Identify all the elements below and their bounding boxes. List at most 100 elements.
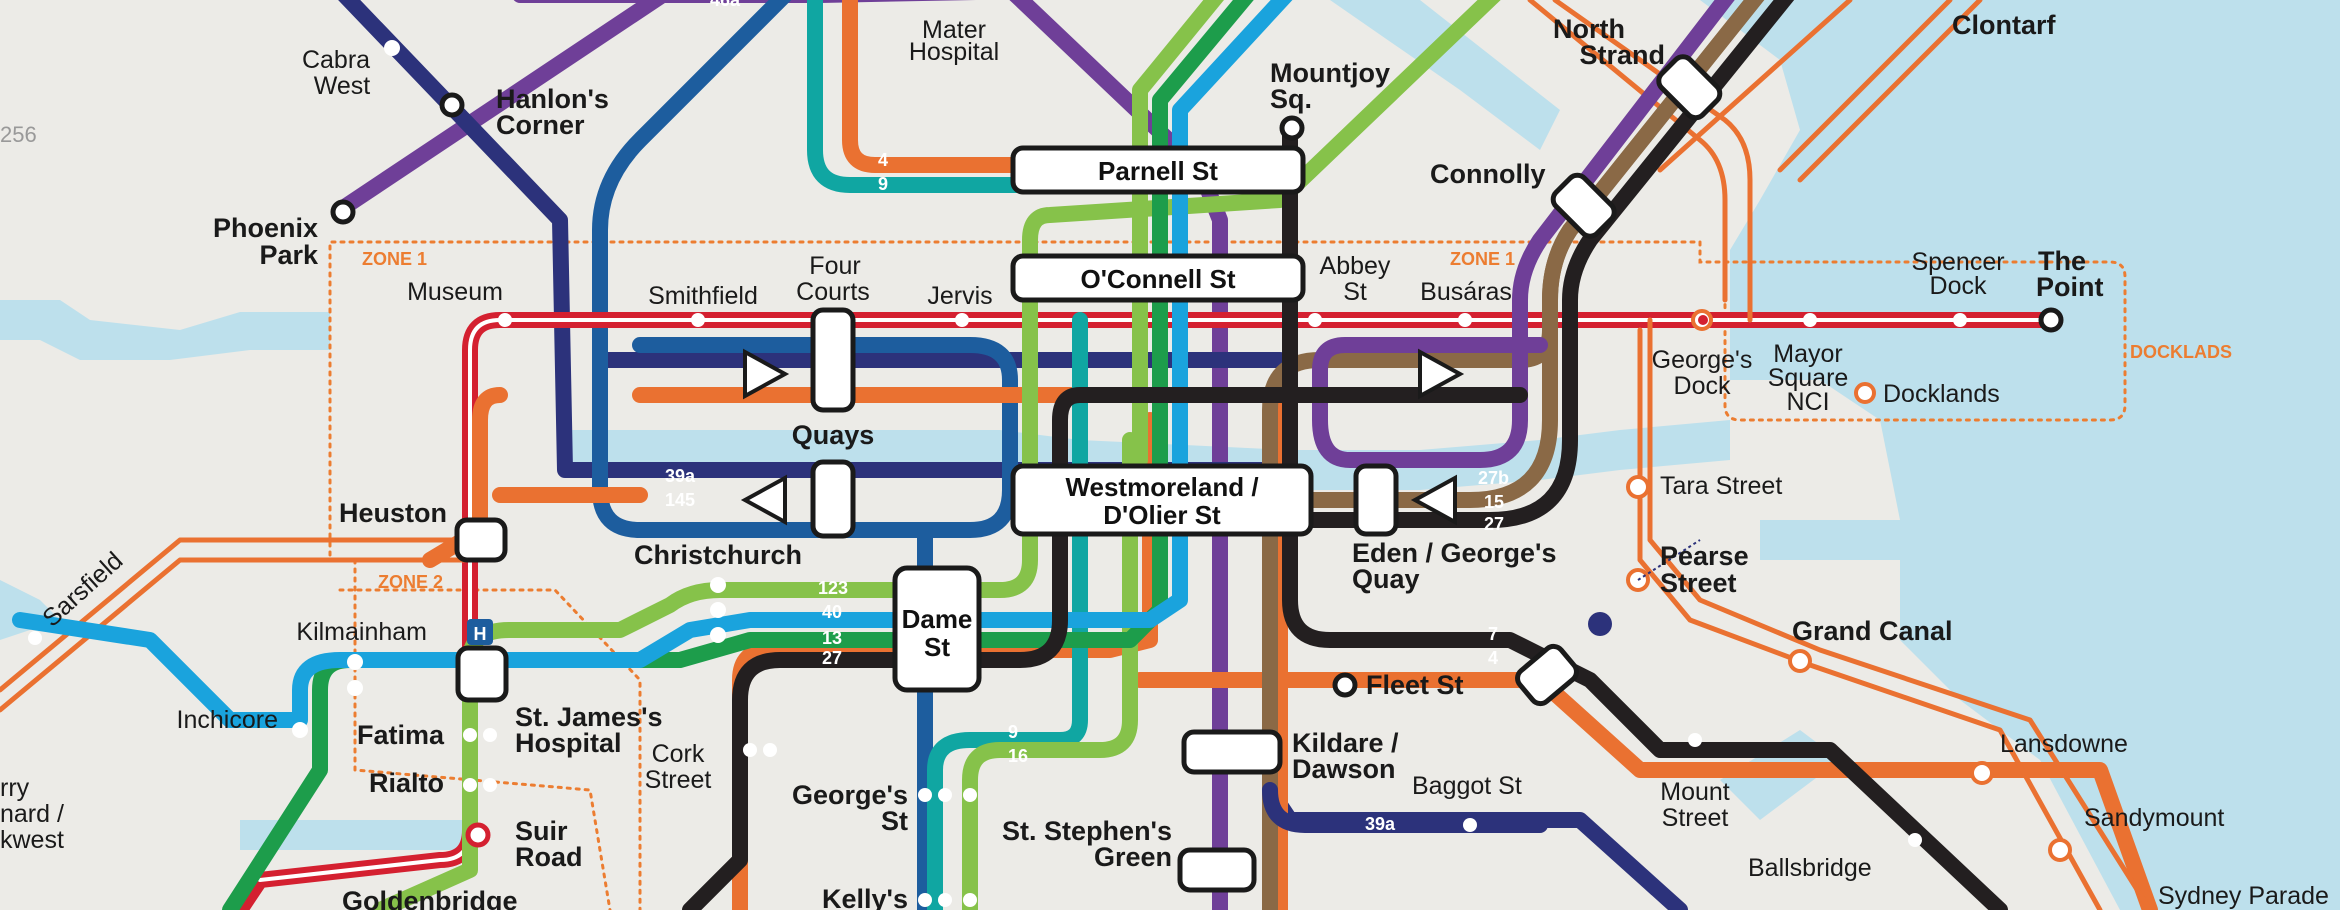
label-georges-dock-1: George's (1652, 346, 1753, 374)
label-georges-dock-2: Dock (1674, 372, 1731, 400)
label-mount-street-2: Street (1662, 804, 1729, 832)
label-ballsbridge: Ballsbridge (1748, 854, 1872, 882)
orange-line-southeast (1132, 672, 2158, 910)
svg-text:7: 7 (1488, 624, 1498, 644)
label-heuston: Heuston (339, 498, 447, 528)
label-cork-street-1: Cork (652, 740, 705, 768)
zone-1-label-right: ZONE 1 (1450, 249, 1515, 269)
blue-line-loop (592, 0, 1018, 538)
label-eden-quay-2: Quay (1352, 564, 1420, 594)
hub-dame-st-2: St (924, 632, 950, 662)
purple-line-northwest (332, 0, 670, 218)
route-labels: 46a 4 9 39a 145 123 40 13 27 27b 15 27 7… (665, 0, 1509, 834)
svg-text:27b: 27b (1478, 468, 1509, 488)
hub-westmoreland-1: Westmoreland / (1065, 472, 1258, 502)
label-mayor-square-3: NCI (1786, 388, 1829, 416)
black-line-southeast (1282, 122, 2008, 910)
label-pearse-street-1: Pearse (1660, 541, 1749, 571)
svg-text:46a: 46a (710, 0, 741, 10)
label-kildare-2: Dawson (1292, 754, 1396, 784)
arrow-east-quays (743, 348, 790, 400)
svg-text:40: 40 (822, 602, 842, 622)
svg-text:39a: 39a (1365, 814, 1396, 834)
label-jervis: Jervis (927, 282, 992, 310)
docklads-label: DOCKLADS (2130, 342, 2232, 362)
label-suir-road-1: Suir (515, 816, 568, 846)
teal-line (807, 0, 1038, 193)
orange-dart-east-b (1637, 327, 2103, 910)
label-mater-hospital-1: Mater (922, 16, 986, 44)
label-georges-st-1: George's (792, 780, 908, 810)
svg-text:9: 9 (878, 174, 888, 194)
label-mountjoy-sq-2: Sq. (1270, 84, 1312, 114)
label-tara-street: Tara Street (1660, 472, 1782, 500)
label-sydney-parade: Sydney Parade (2158, 882, 2329, 910)
hub-parnell-st: Parnell St (1098, 156, 1218, 186)
label-cherry-1: rry (0, 774, 30, 802)
hub-oconnell-st: O'Connell St (1081, 264, 1236, 294)
label-lansdowne: Lansdowne (2000, 730, 2128, 758)
svg-text:13: 13 (822, 628, 842, 648)
label-cabra-west-2: West (314, 72, 371, 100)
walk-icon (1588, 612, 1612, 636)
svg-text:4: 4 (878, 150, 888, 170)
label-mayor-square-1: Mayor (1773, 340, 1842, 368)
label-clontarf: Clontarf (1952, 10, 2057, 40)
label-st-james-1: St. James's (515, 702, 663, 732)
label-sandymount: Sandymount (2084, 804, 2224, 832)
svg-text:16: 16 (1008, 746, 1028, 766)
navy-line-baggot (1262, 782, 1548, 833)
label-hanlons-corner-2: Corner (496, 110, 585, 140)
label-kilmainham: Kilmainham (296, 618, 427, 646)
label-goldenbridge: Goldenbridge (342, 886, 518, 910)
label-four-courts-1: Four (809, 252, 860, 280)
ring-stations (330, 92, 2072, 862)
label-kildare-1: Kildare / (1292, 728, 1399, 758)
label-cork-street-2: Street (645, 766, 712, 794)
black-line-quays (682, 387, 1528, 910)
svg-text:27: 27 (822, 648, 842, 668)
purple-line-mater (1009, 0, 1228, 910)
label-inchicore: Inchicore (177, 706, 278, 734)
arrow-west-quays (740, 474, 787, 526)
label-the-point-1: The (2038, 246, 2086, 276)
label-smithfield: Smithfield (648, 282, 758, 310)
label-mater-hospital-2: Hospital (909, 38, 999, 66)
orange-line-west (422, 387, 508, 568)
svg-text:27: 27 (1484, 514, 1504, 534)
label-north-strand-2: Strand (1579, 40, 1665, 70)
label-grand-canal: Grand Canal (1792, 616, 1953, 646)
orange-dart-east (1647, 0, 2153, 910)
label-four-courts-2: Courts (796, 278, 870, 306)
label-fatima: Fatima (357, 720, 445, 750)
label-cherry-2: nard / (0, 800, 64, 828)
hub-westmoreland-2: D'Olier St (1103, 500, 1221, 530)
label-cabra-west-1: Cabra (302, 46, 370, 74)
svg-text:145: 145 (665, 490, 695, 510)
hub-dame-st-1: Dame (902, 604, 973, 634)
label-georges-st-2: St (881, 806, 908, 836)
label-pearse-street-2: Street (1660, 568, 1737, 598)
label-cherry-3: kwest (0, 826, 64, 854)
label-mount-street-1: Mount (1660, 778, 1730, 806)
label-connolly: Connolly (1430, 159, 1546, 189)
arrow-west-eden (1410, 474, 1457, 526)
label-mayor-square-2: Square (1768, 364, 1849, 392)
orange-dart-double (1527, 0, 1753, 323)
arrow-east-busaras (1418, 348, 1465, 400)
label-spencer-dock-2: Dock (1930, 272, 1987, 300)
label-docklands: Docklands (1883, 380, 2000, 408)
label-st-stephens-2: Green (1094, 842, 1172, 872)
label-abbey-st-2: St (1343, 278, 1367, 306)
label-hanlons-corner-1: Hanlon's (496, 84, 609, 114)
station-labels: Cabra West Hanlon's Corner Phoenix Park … (0, 10, 2329, 910)
label-north-strand-1: North (1553, 14, 1625, 44)
label-the-point-2: Point (2036, 272, 2104, 302)
walking-link (1637, 539, 1701, 581)
purple-line-east (1312, 0, 1735, 468)
label-suir-road-2: Road (515, 842, 583, 872)
svg-text:4: 4 (1488, 648, 1498, 668)
svg-text:39a: 39a (665, 466, 696, 486)
